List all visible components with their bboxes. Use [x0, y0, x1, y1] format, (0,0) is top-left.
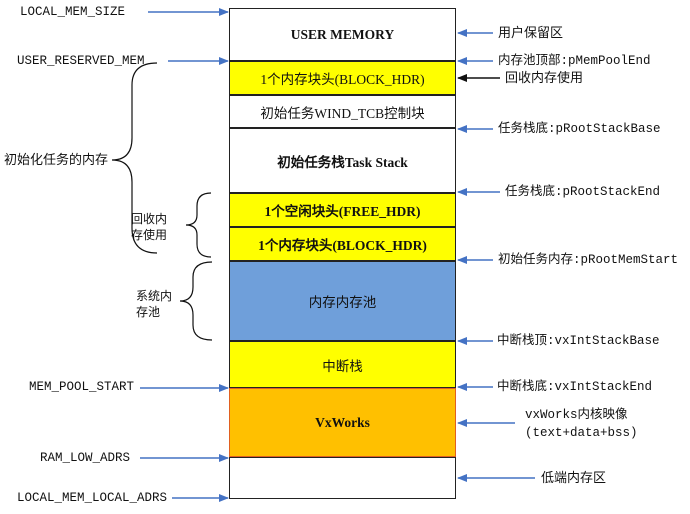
label-init-task-mem: 初始化任务的内存 [4, 152, 109, 167]
block-low-area [229, 457, 456, 499]
label-root-stack-base: 任务栈底:pRootStackBase [498, 122, 661, 136]
brace-sys-pool [179, 261, 213, 341]
label-root-mem-start: 初始任务内存:pRootMemStart [498, 253, 679, 267]
label-sys-pool-1: 系统内 [136, 289, 173, 303]
label-kernel-image: vxWorks内核映像 [525, 408, 628, 422]
label-user-reserved-area: 用户保留区 [498, 25, 564, 40]
label-reclaim-2: 存使用 [131, 228, 168, 242]
block-wind-tcb: 初始任务WIND_TCB控制块 [229, 95, 456, 128]
label-kernel-image-sections: (text+data+bss) [525, 426, 638, 440]
label-reclaim-1: 回收内 [131, 212, 168, 226]
label-low-mem-area: 低端内存区 [541, 470, 607, 485]
label-root-stack-end: 任务栈底:pRootStackEnd [505, 185, 661, 199]
label-reclaim-use: 回收内存使用 [505, 70, 584, 85]
label-int-stack-end: 中断栈底:vxIntStackEnd [497, 380, 653, 394]
block-block-hdr-2: 1个内存块头(BLOCK_HDR) [229, 227, 456, 261]
label-ram-low-adrs: RAM_LOW_ADRS [40, 451, 131, 465]
label-local-mem-local-adrs: LOCAL_MEM_LOCAL_ADRS [17, 491, 168, 505]
label-user-reserved-mem: USER_RESERVED_MEM [17, 54, 145, 68]
brace-init-task-mem [111, 62, 158, 254]
block-block-hdr-1: 1个内存块头(BLOCK_HDR) [229, 61, 456, 95]
block-task-stack: 初始任务栈Task Stack [229, 128, 456, 193]
label-local-mem-size: LOCAL_MEM_SIZE [20, 5, 126, 19]
block-free-hdr: 1个空闲块头(FREE_HDR) [229, 193, 456, 227]
block-vxworks: VxWorks [229, 388, 456, 457]
label-int-stack-base: 中断栈顶:vxIntStackBase [497, 334, 660, 348]
block-user-memory: USER MEMORY [229, 8, 456, 61]
block-mem-pool: 内存内存池 [229, 261, 456, 341]
brace-reclaim [185, 192, 212, 258]
label-mem-pool-end: 内存池顶部:pMemPoolEnd [498, 54, 651, 68]
label-mem-pool-start: MEM_POOL_START [29, 380, 135, 394]
block-int-stack: 中断栈 [229, 341, 456, 388]
label-sys-pool-2: 存池 [136, 305, 161, 319]
